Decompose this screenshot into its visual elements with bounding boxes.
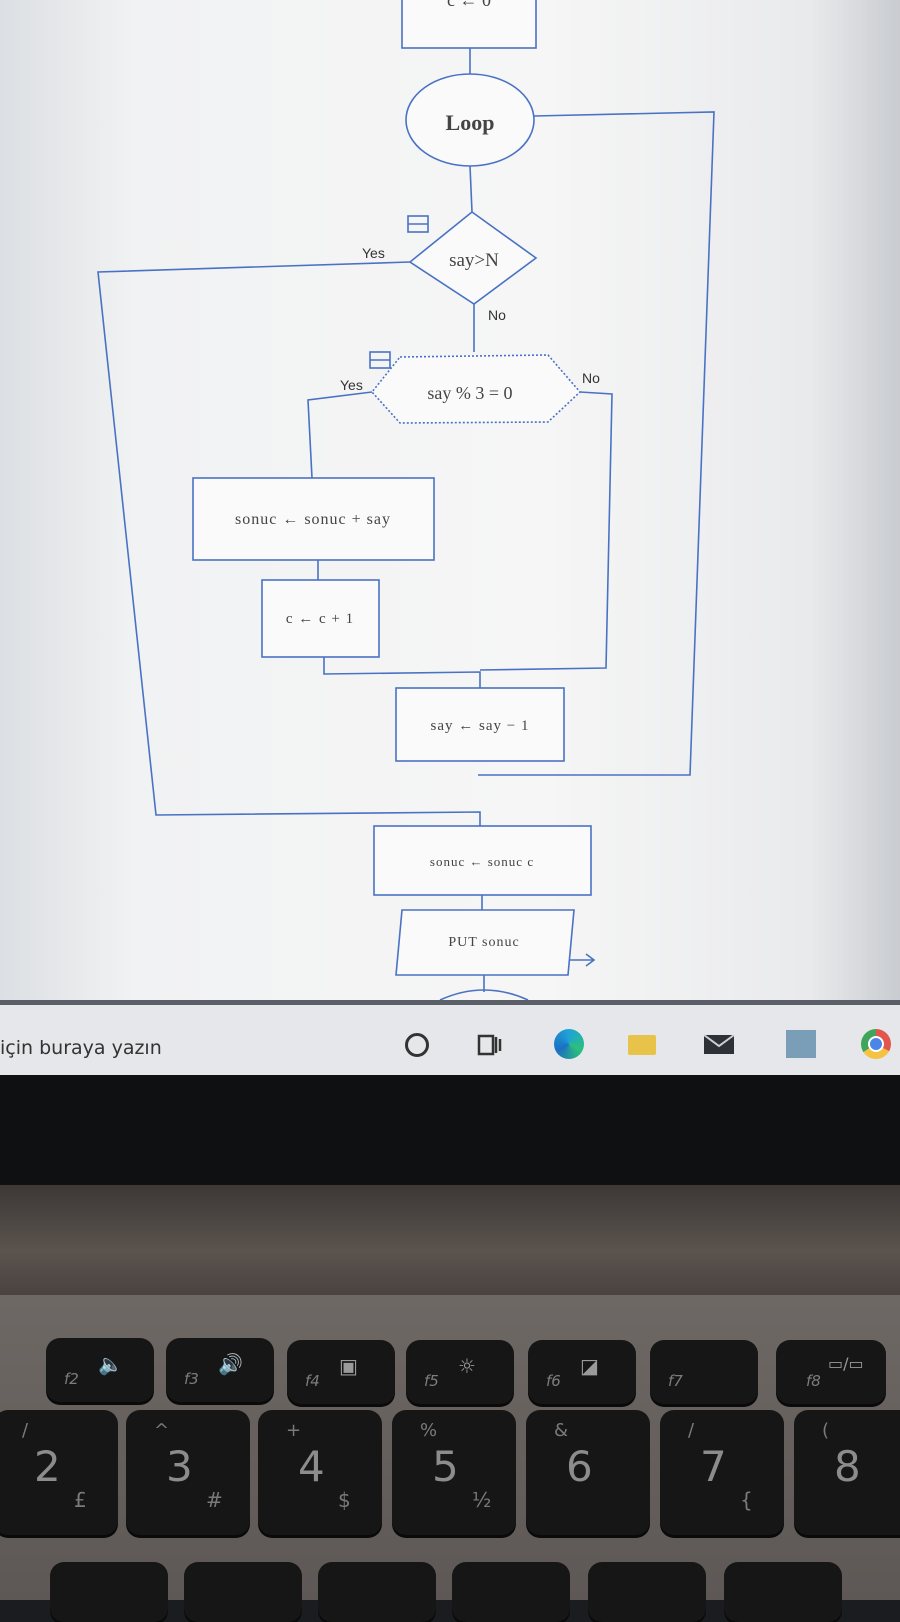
key-4-top: + (286, 1420, 302, 1441)
key-7-main: 7 (700, 1442, 727, 1491)
laptop-hinge (0, 1185, 900, 1295)
key-4[interactable]: + 4 $ (258, 1410, 382, 1535)
task-view-icon[interactable] (474, 1030, 504, 1060)
key-3[interactable]: ^ 3 # (126, 1410, 250, 1535)
key-4-bottom: $ (338, 1488, 351, 1512)
key-7[interactable]: / 7 { (660, 1410, 784, 1535)
key-f6[interactable]: f6 ◪ (528, 1340, 636, 1404)
assign-count-box (261, 579, 380, 658)
key-f6-label: f6 (546, 1372, 561, 1390)
key-f8[interactable]: f8 ▭/▭ (776, 1340, 886, 1404)
decision2-text: say % 3 = 0 (427, 383, 512, 403)
key-3-main: 3 (166, 1442, 193, 1491)
output-text: PUT sonuc (448, 935, 519, 950)
touchpad-icon: ◪ (580, 1354, 599, 1378)
decision1-text: say>N (449, 250, 499, 271)
key-5-bottom: ½ (472, 1488, 492, 1512)
key-bottom-row-4[interactable] (452, 1562, 570, 1622)
flowchart: c ← 0 Loop say>N Yes No say % 3 = 0 Yes … (97, 0, 715, 1000)
brightness-icon: ☼ (458, 1354, 476, 1378)
assign-dec-text: say ← say − 1 (431, 718, 530, 734)
key-bottom-row-6[interactable] (724, 1562, 842, 1622)
key-5-main: 5 (432, 1442, 459, 1491)
key-f4-label: f4 (305, 1372, 320, 1390)
laptop-bezel (0, 1075, 900, 1185)
key-bottom-row-2[interactable] (184, 1562, 302, 1622)
assign-top-box (401, 0, 537, 49)
key-f2[interactable]: f2 🔈 (46, 1338, 154, 1402)
key-f2-label: f2 (64, 1370, 79, 1388)
key-2-main: 2 (34, 1442, 61, 1491)
key-bottom-row-1[interactable] (50, 1562, 168, 1622)
key-4-main: 4 (298, 1442, 325, 1491)
assign-dec-box (395, 687, 565, 762)
key-7-bottom: { (740, 1488, 753, 1512)
decision2-yes-label: Yes (340, 377, 363, 393)
key-f4[interactable]: f4 ▣ (287, 1340, 395, 1404)
loop-text: Loop (446, 110, 495, 135)
edge-icon[interactable] (551, 1026, 587, 1062)
assign-div-text: sonuc ← sonuc c (430, 854, 534, 869)
key-8-top: ( (822, 1420, 830, 1441)
decision1-no-label: No (488, 307, 506, 323)
key-bottom-row-3[interactable] (318, 1562, 436, 1622)
key-f3[interactable]: f3 🔊 (166, 1338, 274, 1402)
assign-count-text: c ← c + 1 (286, 611, 354, 627)
key-2[interactable]: / 2 £ (0, 1410, 118, 1535)
assign-div-box (373, 825, 592, 896)
key-f8-label: f8 (806, 1372, 821, 1390)
decision2-no-label: No (582, 370, 600, 386)
monitor-screen: c ← 0 Loop say>N Yes No say % 3 = 0 Yes … (0, 0, 900, 1010)
decision-mod-3 (370, 354, 582, 424)
chrome-icon[interactable] (858, 1026, 894, 1062)
key-8-main: 8 (834, 1442, 861, 1491)
output-node (395, 909, 575, 976)
key-f5-label: f5 (424, 1372, 439, 1390)
app-tile-icon[interactable] (784, 1028, 818, 1060)
key-5[interactable]: % 5 ½ (392, 1410, 516, 1535)
key-f3-label: f3 (184, 1370, 199, 1388)
key-3-bottom: # (206, 1488, 223, 1512)
key-2-top: / (22, 1420, 29, 1441)
search-input[interactable]: için buraya yazın (0, 1037, 162, 1059)
key-f7-label: f7 (668, 1372, 683, 1390)
assign-top-text: c ← 0 (447, 0, 491, 10)
key-6-top: & (554, 1420, 569, 1441)
projector-icon: ▭/▭ (828, 1354, 864, 1373)
key-bottom-row-5[interactable] (588, 1562, 706, 1622)
key-6[interactable]: & 6 (526, 1410, 650, 1535)
taskbar (0, 1000, 900, 1080)
key-7-top: / (688, 1420, 695, 1441)
assign-sum-box (192, 477, 435, 561)
display-icon: ▣ (339, 1354, 358, 1378)
volume-up-icon: 🔊 (218, 1352, 243, 1376)
key-8[interactable]: ( 8 (794, 1410, 900, 1535)
key-2-bottom: £ (74, 1488, 87, 1512)
file-explorer-icon[interactable] (626, 1030, 658, 1060)
volume-down-icon: 🔈 (98, 1352, 123, 1376)
assign-sum-text: sonuc ← sonuc + say (235, 511, 391, 528)
key-3-top: ^ (154, 1420, 170, 1441)
mail-icon[interactable] (702, 1030, 736, 1058)
key-5-top: % (420, 1420, 438, 1441)
key-f5[interactable]: f5 ☼ (406, 1340, 514, 1404)
key-6-main: 6 (566, 1442, 593, 1491)
cortana-circle-icon[interactable] (404, 1032, 430, 1058)
key-f7[interactable]: f7 (650, 1340, 758, 1404)
decision1-yes-label: Yes (362, 245, 385, 261)
